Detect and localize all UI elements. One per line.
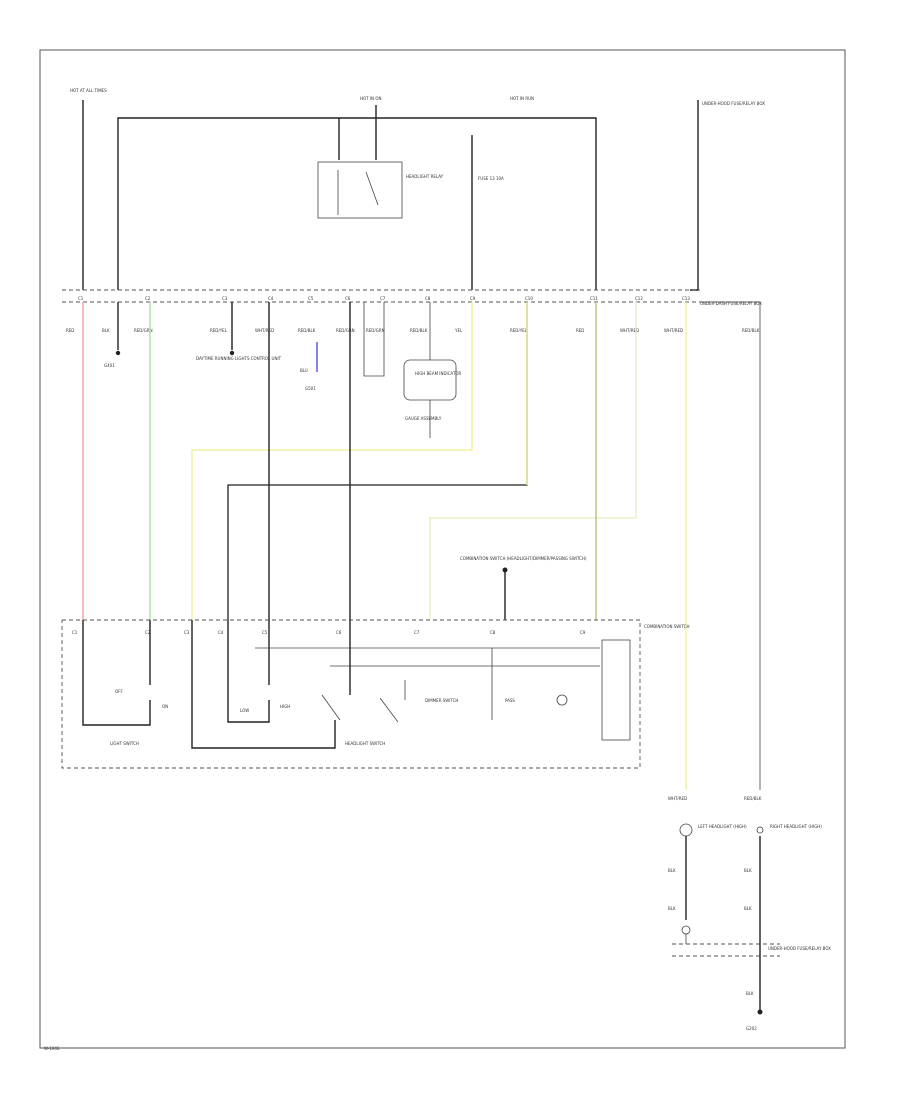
svg-text:WHT/RED: WHT/RED — [620, 328, 639, 333]
svg-text:RED/BLK: RED/BLK — [410, 328, 428, 333]
label-hot-in-on: HOT IN ON — [360, 96, 381, 101]
svg-text:BLK: BLK — [746, 991, 754, 996]
label-dash-fuse-box: UNDER-DASH FUSE/RELAY BOX — [700, 301, 762, 306]
svg-text:RED/BLK: RED/BLK — [742, 328, 760, 333]
svg-text:BLU: BLU — [300, 368, 308, 373]
svg-text:G401: G401 — [104, 363, 115, 368]
svg-text:G501: G501 — [305, 386, 316, 391]
svg-text:HIGH BEAM INDICATOR: HIGH BEAM INDICATOR — [415, 371, 462, 376]
svg-text:RED/GRN: RED/GRN — [134, 328, 153, 333]
svg-text:ON: ON — [162, 704, 168, 709]
svg-text:C3: C3 — [222, 296, 228, 301]
svg-text:C3: C3 — [184, 630, 190, 635]
right-headlight-icon — [756, 826, 764, 834]
svg-text:C2: C2 — [145, 296, 151, 301]
label-fuse-13: FUSE 13 10A — [478, 176, 504, 181]
svg-text:OFF: OFF — [115, 689, 123, 694]
svg-text:UNDER-HOOD FUSE/RELAY BOX: UNDER-HOOD FUSE/RELAY BOX — [768, 946, 831, 951]
svg-text:BLK: BLK — [744, 868, 752, 873]
svg-text:BLK: BLK — [668, 906, 676, 911]
svg-text:BLK: BLK — [744, 906, 752, 911]
svg-text:WHT/RED: WHT/RED — [664, 328, 683, 333]
svg-text:C1: C1 — [72, 630, 78, 635]
svg-text:RED/BLK: RED/BLK — [744, 796, 762, 801]
drl-control-unit: DAYTIME RUNNING LIGHTS CONTROL UNIT — [196, 302, 282, 361]
svg-text:GAUGE ASSEMBLY: GAUGE ASSEMBLY — [405, 416, 442, 421]
svg-text:C9: C9 — [580, 630, 586, 635]
svg-text:C1: C1 — [78, 296, 84, 301]
dash-connector-row: UNDER-DASH FUSE/RELAY BOX C1 C2 C3 C4 C5… — [62, 289, 762, 306]
svg-text:WHT/RED: WHT/RED — [255, 328, 274, 333]
wire-labels-top: RED BLK RED/GRN RED/YEL WHT/RED RED/BLK … — [66, 328, 760, 333]
svg-text:RED/GRN: RED/GRN — [336, 328, 355, 333]
svg-text:RED/YEL: RED/YEL — [210, 328, 228, 333]
svg-text:LIGHT SWITCH: LIGHT SWITCH — [110, 741, 139, 746]
svg-text:C13: C13 — [682, 296, 690, 301]
svg-text:WHT/RED: WHT/RED — [668, 796, 687, 801]
svg-text:C4: C4 — [218, 630, 224, 635]
svg-text:DIMMER SWITCH: DIMMER SWITCH — [425, 698, 458, 703]
svg-text:C12: C12 — [635, 296, 643, 301]
ground-g401: G401 — [104, 302, 121, 368]
label-underhood-fuse-box: UNDER-HOOD FUSE/RELAY BOX — [702, 101, 765, 106]
svg-text:PASS: PASS — [505, 698, 515, 703]
svg-text:RED/YEL: RED/YEL — [510, 328, 528, 333]
left-headlight-icon — [679, 823, 693, 837]
svg-text:C5: C5 — [262, 630, 268, 635]
svg-text:RED: RED — [576, 328, 584, 333]
label-headlight-relay: HEADLIGHT RELAY — [406, 174, 444, 179]
svg-text:BLK: BLK — [102, 328, 110, 333]
combination-switch: COMBINATION SWITCH (HEADLIGHT/DIMMER/PAS… — [61, 556, 689, 769]
diagram-frame — [39, 49, 846, 1049]
svg-text:C7: C7 — [414, 630, 420, 635]
gauge-assembly: HIGH BEAM INDICATOR GAUGE ASSEMBLY — [363, 302, 462, 438]
svg-text:C8: C8 — [425, 296, 431, 301]
svg-text:RED/GRN: RED/GRN — [366, 328, 385, 333]
label-hot-all-times: HOT AT ALL TIMES — [70, 88, 107, 93]
svg-text:LEFT HEADLIGHT (HIGH): LEFT HEADLIGHT (HIGH) — [698, 824, 747, 829]
svg-text:C8: C8 — [490, 630, 496, 635]
svg-text:C11: C11 — [590, 296, 598, 301]
svg-text:COMBINATION SWITCH (HEADLIGHT/: COMBINATION SWITCH (HEADLIGHT/DIMMER/PAS… — [460, 556, 587, 561]
svg-text:HIGH: HIGH — [280, 704, 290, 709]
svg-text:HEADLIGHT SWITCH: HEADLIGHT SWITCH — [345, 741, 385, 746]
svg-text:RED/BLK: RED/BLK — [298, 328, 316, 333]
top-fuse-section: HOT AT ALL TIMES HOT IN ON HOT IN RUN HE… — [70, 88, 765, 291]
headlight-relay-box — [317, 161, 403, 219]
svg-text:C6: C6 — [345, 296, 351, 301]
svg-text:C9: C9 — [470, 296, 476, 301]
svg-text:G202: G202 — [746, 1026, 757, 1031]
svg-text:C10: C10 — [525, 296, 533, 301]
headlights: WHT/RED RED/BLK LEFT HEADLIGHT (HIGH) RI… — [668, 796, 831, 1031]
svg-text:LOW: LOW — [240, 708, 249, 713]
svg-text:C7: C7 — [380, 296, 386, 301]
svg-text:YEL: YEL — [454, 328, 463, 333]
svg-text:BLK: BLK — [668, 868, 676, 873]
label-hot-in-run: HOT IN RUN — [510, 96, 534, 101]
svg-text:C2: C2 — [145, 630, 151, 635]
svg-text:RIGHT HEADLIGHT (HIGH): RIGHT HEADLIGHT (HIGH) — [770, 824, 822, 829]
color-wires — [82, 301, 761, 790]
svg-text:DAYTIME RUNNING LIGHTS CONTROL: DAYTIME RUNNING LIGHTS CONTROL UNIT — [196, 356, 282, 361]
svg-text:COMBINATION SWITCH: COMBINATION SWITCH — [644, 624, 689, 629]
svg-text:C5: C5 — [308, 296, 314, 301]
high-beam-connector: BLU G501 — [300, 342, 318, 391]
svg-text:RED: RED — [66, 328, 74, 333]
svg-text:C4: C4 — [268, 296, 274, 301]
svg-text:C6: C6 — [336, 630, 342, 635]
footer-code: W-1046 — [44, 1046, 60, 1051]
